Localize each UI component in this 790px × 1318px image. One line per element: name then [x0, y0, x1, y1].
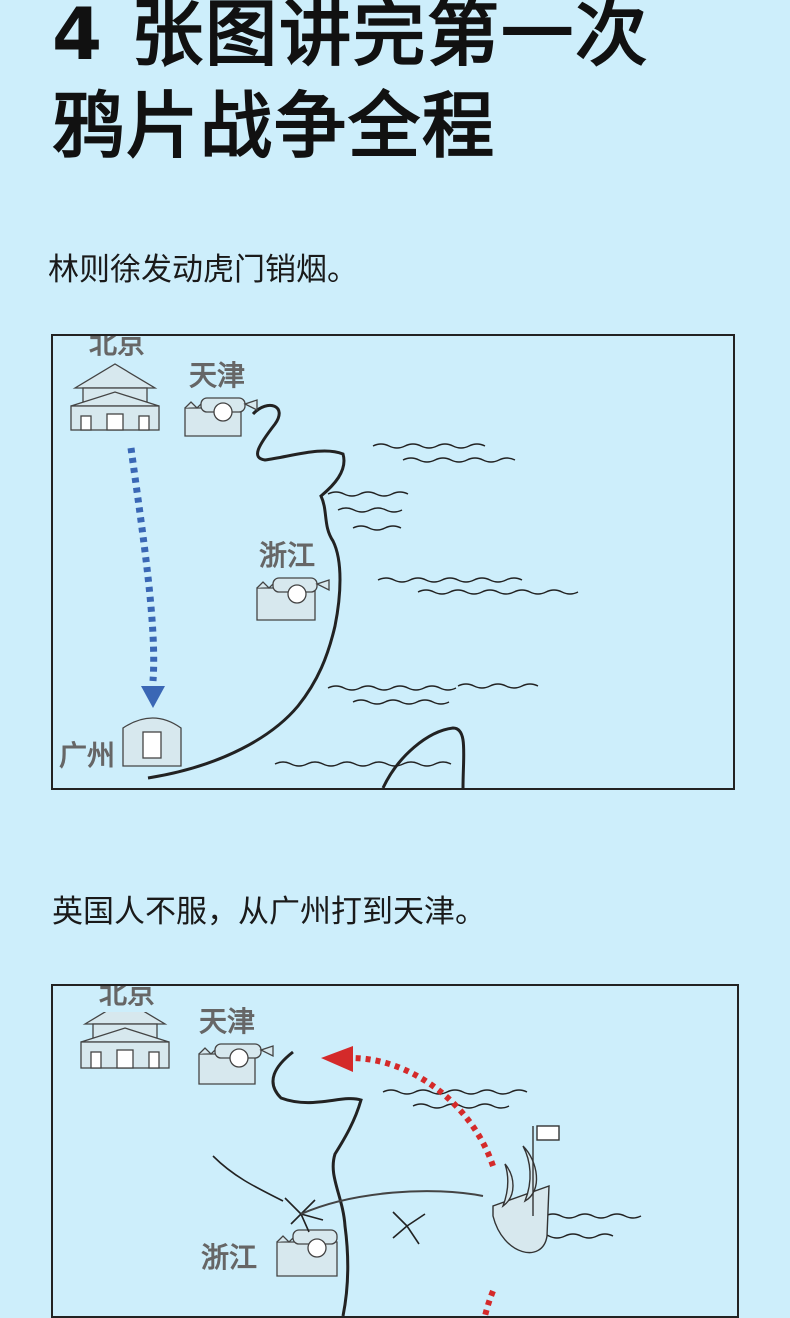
route-arrow-1 [127, 447, 158, 682]
map-1-drawing [70, 363, 579, 788]
label-guangzhou-1: 广州 [57, 734, 118, 774]
section-2-caption: 英国人不服，从广州打到天津。 [52, 894, 486, 930]
route-arrow-2 [350, 1055, 496, 1167]
title-line-1: 4 张图讲完第一次 [52, 0, 650, 76]
zhejiang-fort-icon [256, 577, 330, 621]
label-zhejiang-1: 浙江 [257, 534, 318, 574]
island-coast [381, 726, 466, 788]
map-2-drawing [80, 999, 642, 1316]
route-arrow-2-tail [482, 1289, 496, 1316]
coastline-2 [271, 1050, 363, 1316]
title-line-2: 鸦片战争全程 [52, 84, 497, 168]
sea-waves-1 [274, 443, 579, 767]
cannonball-trail [300, 1190, 484, 1215]
label-zhejiang-2: 浙江 [199, 1236, 260, 1276]
label-beijing-1: 北京 [87, 336, 148, 362]
tianjin-fort-icon [184, 397, 258, 437]
beijing-gate-icon-2 [80, 999, 170, 1069]
section-1-caption: 林则徐发动虎门销烟。 [48, 252, 358, 288]
explosion-icon [212, 1155, 426, 1245]
label-tianjin-2: 天津 [197, 1000, 258, 1040]
label-beijing-2: 北京 [97, 986, 158, 1012]
zhejiang-fort-icon-2 [276, 1229, 338, 1277]
british-ship-icon [492, 1125, 560, 1254]
map-1: 北京 天津 浙江 广州 [51, 334, 735, 790]
map-2: 北京 天津 浙江 [51, 984, 739, 1318]
guangzhou-fort-icon [122, 717, 182, 767]
page-title: 4 张图讲完第一次 鸦片战争全程 [52, 0, 649, 172]
route-arrowhead-2 [321, 1046, 353, 1072]
beijing-gate-icon [70, 363, 160, 431]
route-arrowhead-1 [141, 686, 165, 708]
label-tianjin-1: 天津 [187, 354, 248, 394]
tianjin-fort-icon-2 [198, 1043, 274, 1085]
coastline-1 [147, 403, 346, 780]
